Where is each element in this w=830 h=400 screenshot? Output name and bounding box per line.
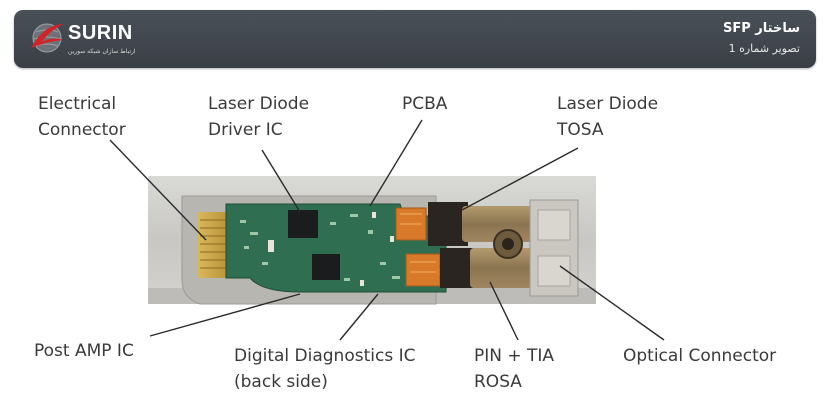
label-optical-connector: Optical Connector <box>623 343 776 369</box>
label-laser-diode-tosa: Laser Diode TOSA <box>557 91 658 143</box>
label-line: Laser Diode <box>557 91 658 117</box>
post-amp-chip <box>312 254 340 280</box>
label-line: TOSA <box>557 117 658 143</box>
label-line: Driver IC <box>208 117 309 143</box>
label-line: Digital Diagnostics IC <box>234 343 415 369</box>
label-line: Connector <box>38 117 126 143</box>
label-line: ROSA <box>474 369 554 395</box>
flex-circuit-bottom <box>406 254 440 286</box>
rosa-body <box>440 248 474 288</box>
label-electrical-connector: Electrical Connector <box>38 91 126 143</box>
label-line: Electrical <box>38 91 126 117</box>
label-pin-tia: PIN + TIA ROSA <box>474 343 554 395</box>
label-laser-diode-driver: Laser Diode Driver IC <box>208 91 309 143</box>
label-post-amp: Post AMP IC <box>34 338 134 364</box>
label-line: PIN + TIA <box>474 343 554 369</box>
label-line: (back side) <box>234 369 415 395</box>
label-digital-diagnostics: Digital Diagnostics IC (back side) <box>234 343 415 395</box>
label-pcba: PCBA <box>402 91 447 117</box>
label-line: Post AMP IC <box>34 338 134 364</box>
label-line: PCBA <box>402 91 447 117</box>
label-line: Laser Diode <box>208 91 309 117</box>
laser-driver-chip <box>288 210 318 238</box>
label-line: Optical Connector <box>623 343 776 369</box>
